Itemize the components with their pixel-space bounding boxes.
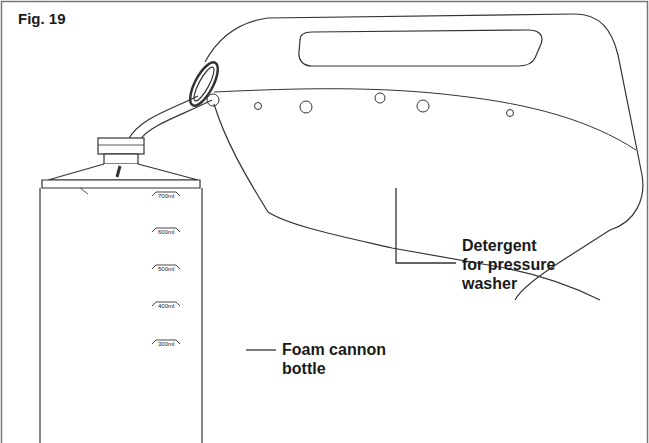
scale-mark: 300ml [157,341,175,348]
part-label: Detergent for pressure washer [462,236,562,293]
jug-handle [299,30,542,66]
scale-mark: 700ml [157,193,175,200]
leader-line [396,188,456,263]
liquid-level [214,89,636,150]
foam-cannon-bottle [40,138,202,443]
figure-title: Fig. 19 [18,10,66,27]
part-label: Foam cannon bottle [282,340,394,378]
pour-stream [128,96,212,140]
scale-mark: 400ml [157,303,175,310]
scale-mark: 500ml [157,266,175,273]
leader-line [246,349,276,350]
detergent-jug [205,14,643,300]
bubbles [207,93,514,117]
jug-spout [185,59,223,110]
scale-mark: 600ml [157,229,175,236]
